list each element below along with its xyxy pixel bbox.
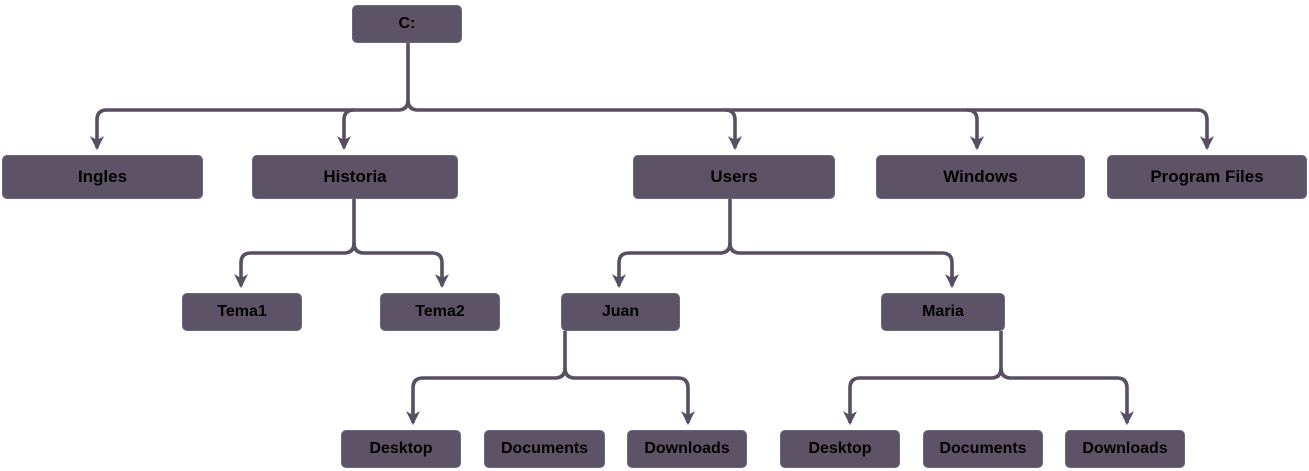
edge-c-users (724, 108, 742, 151)
node-juan-downloads: Downloads (627, 430, 747, 468)
node-program-files: Program Files (1107, 155, 1307, 199)
edge-c-historia (337, 108, 355, 151)
edge-c-windows (966, 108, 984, 151)
node-maria-downloads: Downloads (1065, 430, 1185, 468)
node-tema1: Tema1 (182, 293, 302, 331)
node-windows: Windows (876, 155, 1085, 199)
node-maria: Maria (881, 293, 1005, 331)
edge-juan-downloads (563, 367, 695, 426)
edge-historia-tema2 (352, 242, 449, 289)
node-ingles: Ingles (2, 155, 203, 199)
edge-c-ingles (90, 43, 410, 151)
node-c-drive: C: (352, 5, 462, 43)
edge-maria-downloads (999, 367, 1134, 426)
node-maria-desktop: Desktop (780, 430, 900, 468)
node-tema2: Tema2 (380, 293, 500, 331)
node-juan-desktop: Desktop (341, 430, 461, 468)
edge-c-programfiles (406, 99, 1214, 151)
node-maria-documents: Documents (923, 430, 1043, 468)
edge-maria-desktop (843, 331, 1003, 426)
node-users: Users (633, 155, 835, 199)
edge-historia-tema1 (234, 199, 356, 289)
node-juan: Juan (561, 293, 680, 331)
edge-users-juan (612, 199, 732, 289)
edge-juan-desktop (406, 331, 567, 426)
node-juan-documents: Documents (484, 430, 605, 468)
node-historia: Historia (252, 155, 458, 199)
edge-users-maria (728, 242, 959, 289)
